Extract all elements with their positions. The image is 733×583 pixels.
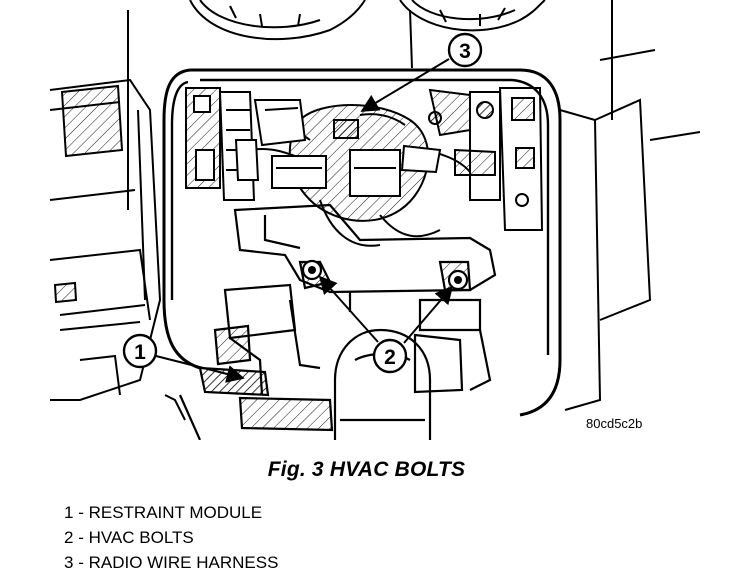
legend-item: 1 - RESTRAINT MODULE: [64, 503, 263, 522]
callout-2-number: 2: [384, 346, 396, 369]
hvac-bolts-illustration: 1 2 3 80cd5c2b: [49, 0, 701, 440]
callout-1-number: 1: [134, 341, 146, 364]
legend-number: 1: [64, 503, 74, 522]
legend-text: RESTRAINT MODULE: [88, 503, 263, 522]
hvac-bolt-right: [447, 269, 469, 291]
legend-text: HVAC BOLTS: [88, 528, 194, 547]
left-radio-bracket: [185, 87, 256, 201]
hvac-bolt-left: [301, 259, 323, 281]
legend-text: RADIO WIRE HARNESS: [88, 553, 279, 572]
figure-caption: Fig. 3 HVAC BOLTS: [267, 458, 466, 481]
right-radio-bracket: [428, 87, 544, 231]
callout-2: 2: [372, 338, 408, 374]
callout-legend: 1 - RESTRAINT MODULE 2 - HVAC BOLTS 3 - …: [64, 500, 278, 575]
center-bezel-frame: [162, 0, 701, 417]
dash-panel-left: [49, 10, 186, 421]
hvac-mounting-plate: [213, 203, 497, 396]
callout-3: 3: [447, 32, 483, 68]
instrument-cluster: [189, 0, 546, 41]
legend-item: 3 - RADIO WIRE HARNESS: [64, 553, 279, 572]
legend-item: 2 - HVAC BOLTS: [64, 528, 194, 547]
legend-number: 3: [64, 553, 74, 572]
callout-1: 1: [122, 333, 158, 369]
restraint-module: [178, 299, 334, 440]
callout-3-number: 3: [459, 40, 471, 63]
callout-leader-lines: [155, 58, 454, 383]
figure-code: 80cd5c2b: [586, 416, 642, 431]
legend-number: 2: [64, 528, 74, 547]
